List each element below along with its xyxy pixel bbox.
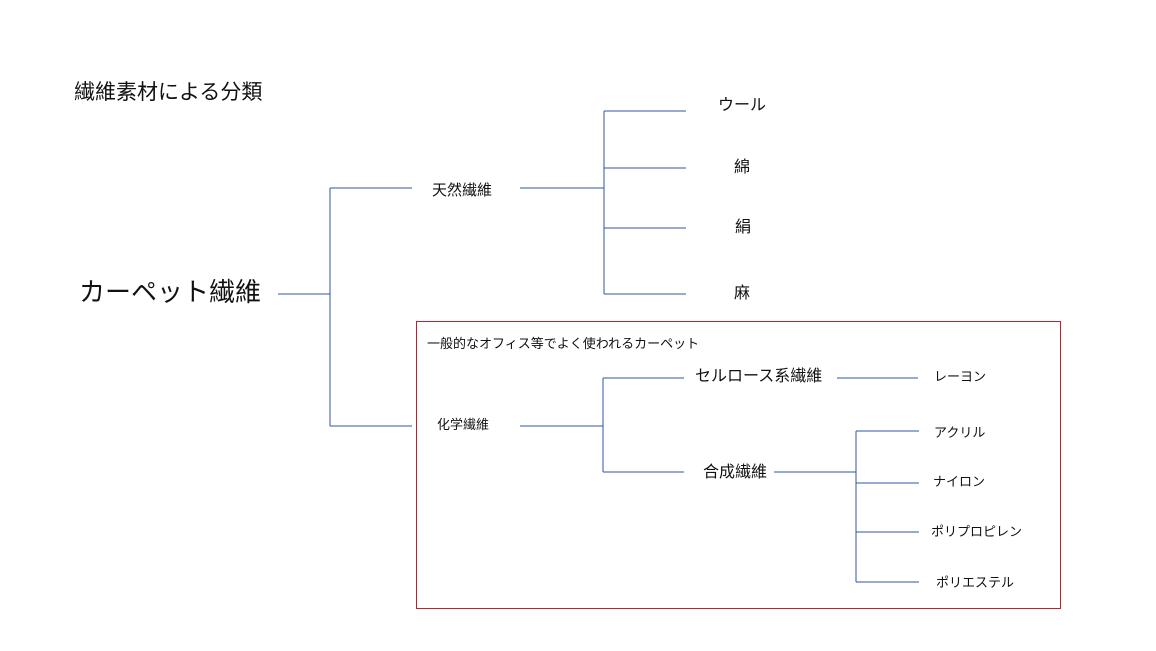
node-acrylic: アクリル	[934, 426, 986, 441]
root-node: カーペット繊維	[79, 278, 262, 308]
node-natural-fiber: 天然繊維	[432, 181, 493, 199]
diagram-title: 繊維素材による分類	[74, 80, 263, 104]
node-chemical-fiber: 化学繊維	[437, 418, 490, 433]
node-rayon: レーヨン	[934, 370, 987, 385]
node-nylon: ナイロン	[933, 475, 986, 490]
node-cellulose-fiber: セルロース系繊維	[695, 366, 823, 385]
highlight-note: 一般的なオフィス等でよく使われるカーペット	[427, 337, 700, 352]
node-wool: ウール	[718, 95, 767, 114]
node-hemp: 麻	[734, 283, 751, 302]
node-polypropylene: ポリプロピレン	[931, 525, 1023, 540]
node-cotton: 綿	[734, 157, 751, 176]
node-silk: 絹	[735, 217, 752, 236]
node-polyester: ポリエステル	[936, 576, 1015, 591]
node-synthetic-fiber: 合成繊維	[703, 462, 768, 481]
office-carpet-highlight-box	[416, 321, 1061, 609]
